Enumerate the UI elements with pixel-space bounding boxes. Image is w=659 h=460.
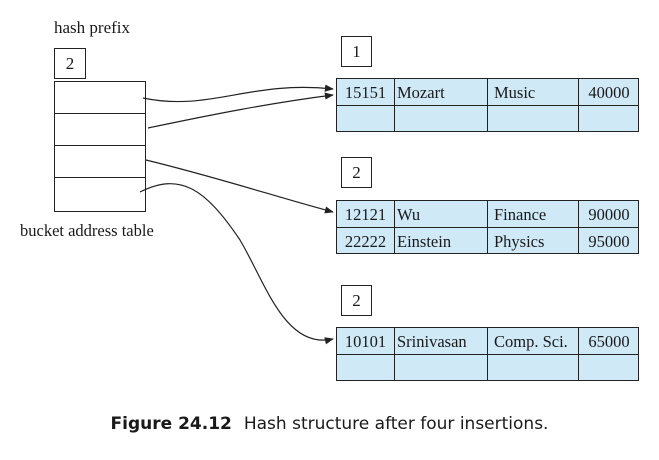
hash-prefix-label: hash prefix (54, 18, 131, 37)
record-dept: Finance (494, 205, 547, 224)
record-salary: 95000 (588, 232, 630, 251)
bucket-2: 12121 Wu Finance 90000 22222 Einstein Ph… (336, 200, 639, 254)
record-dept: Music (494, 83, 536, 102)
row-divider (337, 105, 638, 106)
record-dept: Comp. Sci. (494, 332, 568, 351)
bucket-3: 10101 Srinivasan Comp. Sci. 65000 (336, 327, 639, 381)
bucket-1: 15151 Mozart Music 40000 (336, 78, 639, 132)
bucket-address-table-label: bucket address table (20, 221, 154, 240)
record-id: 10101 (344, 332, 387, 351)
bucket-address-slot-divider (55, 145, 145, 146)
slot-1-pointer-arrow (142, 84, 334, 103)
bucket-address-slot-divider (55, 113, 145, 114)
record-name: Srinivasan (397, 332, 467, 351)
slot-4-pointer-arrow (139, 183, 334, 345)
record-salary: 40000 (588, 83, 630, 102)
figure-caption: Figure 24.12 Hash structure after four in… (0, 414, 659, 434)
record-salary: 65000 (588, 332, 630, 351)
record-name: Einstein (397, 232, 452, 251)
global-depth-box: 2 (54, 48, 86, 79)
record-name: Wu (397, 205, 421, 224)
bucket-address-table (54, 81, 146, 212)
slot-2-pointer-arrow (147, 92, 334, 129)
bucket-3-local-depth: 2 (341, 285, 372, 316)
figure-caption-text: Hash structure after four insertions. (243, 414, 549, 434)
slot-3-pointer-arrow (145, 159, 334, 214)
figure-number: Figure 24.12 (110, 414, 232, 434)
record-dept: Physics (494, 232, 545, 251)
record-salary: 90000 (588, 205, 630, 224)
row-divider (337, 227, 638, 228)
bucket-1-local-depth: 1 (341, 36, 372, 67)
record-id: 22222 (344, 232, 387, 251)
record-name: Mozart (397, 83, 445, 102)
bucket-2-local-depth: 2 (341, 157, 372, 188)
record-id: 15151 (344, 83, 387, 102)
record-id: 12121 (344, 205, 387, 224)
row-divider (337, 354, 638, 355)
bucket-address-slot-divider (55, 177, 145, 178)
